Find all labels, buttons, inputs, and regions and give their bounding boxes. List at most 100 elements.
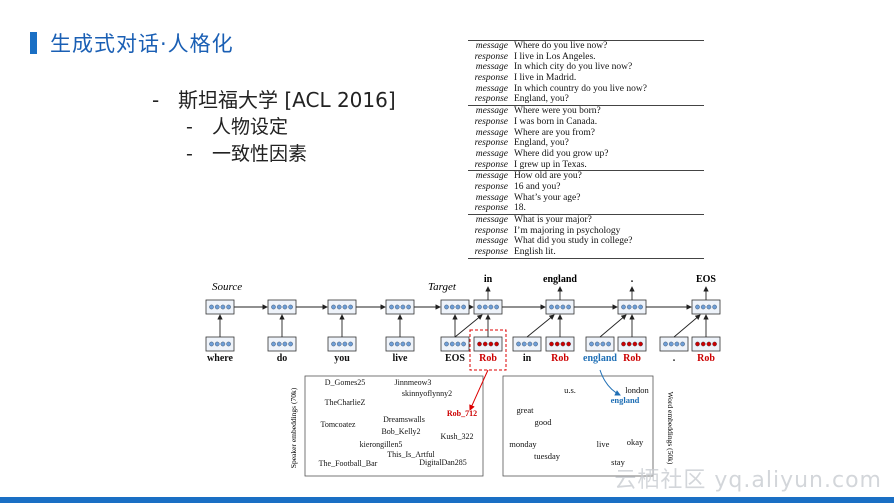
speaker-link-arrow [469, 369, 489, 411]
output-word: england [543, 274, 577, 285]
hidden-state-box-dot [226, 304, 231, 310]
hidden-state-box [327, 299, 357, 315]
hidden-state-box-dot [282, 304, 288, 310]
word-embedding-box-dot [606, 341, 611, 347]
input-word: where [207, 353, 233, 364]
dialogue-text: What did you study in college? [514, 236, 633, 247]
hidden-state-box-dot [566, 304, 571, 310]
speaker-embedding-box-dot [638, 341, 643, 347]
hidden-state-box-dot [554, 304, 560, 310]
dialogue-row: response English lit. [468, 247, 704, 258]
word-point: great [517, 405, 535, 415]
hidden-state-box-dot [482, 304, 488, 310]
dialogue-text: English lit. [514, 247, 556, 258]
output-word: in [484, 274, 493, 285]
input-word: Rob [479, 353, 497, 364]
speaker-embedding-box-dot [700, 341, 706, 347]
hidden-state-box-dot [638, 304, 643, 310]
word-point: live [597, 439, 610, 449]
input-word: Rob [697, 353, 715, 364]
dialogue-role: message [475, 236, 508, 247]
input-arrow [599, 314, 627, 338]
word-point: stay [611, 457, 625, 467]
hidden-state-box-dot [288, 304, 293, 310]
dialogue-role: response [474, 247, 508, 258]
input-arrow [454, 314, 483, 338]
word-embedding-box-dot [444, 341, 449, 347]
word-embedding-box-dot [668, 341, 674, 347]
hidden-state-box-dot [488, 304, 494, 310]
dialogue-role: response [474, 73, 508, 84]
bullet-main: -斯坦福大学 [ACL 2016] [152, 88, 396, 112]
word-embedding-box-dot [533, 341, 538, 347]
input-word: Rob [551, 353, 569, 364]
speaker-embedding-box-dot [477, 341, 482, 347]
speaker-point: kierongillen5 [360, 440, 403, 449]
dialogue-row: response 18. [468, 203, 704, 214]
speaker-point: Rob_712 [447, 409, 477, 418]
speaker-point: Bob_Kelly2 [381, 427, 420, 436]
source-label: Source [212, 281, 242, 293]
hidden-state-box-dot [276, 304, 282, 310]
hidden-state-box-dot [214, 304, 220, 310]
input-arrow [673, 314, 701, 338]
hidden-state-box-dot [220, 304, 226, 310]
speaker-embedding-box-dot [494, 341, 499, 347]
speaker-point: This_Is_Artful [387, 450, 435, 459]
dialogue-role: message [475, 62, 508, 73]
hidden-state-box [385, 299, 415, 315]
word-embedding-box-dot [226, 341, 231, 347]
dialogue-text: 18. [514, 203, 526, 214]
dialogue-role: response [474, 181, 508, 192]
dialogue-role: message [475, 148, 508, 159]
word-embedding-box-dot [663, 341, 668, 347]
dialogue-role: message [475, 41, 508, 51]
speaker-embedding-box-dot [712, 341, 717, 347]
word-embedding-box-dot [406, 341, 411, 347]
hidden-state-box-dot [626, 304, 632, 310]
speaker-embedding-box-dot [560, 341, 566, 347]
hidden-state-box-dot [455, 304, 461, 310]
word-embedding-box-dot [220, 341, 226, 347]
dialogue-text: What’s your age? [514, 192, 581, 203]
word-embedding-box-dot [449, 341, 455, 347]
word-point: u.s. [564, 385, 576, 395]
dialogue-role: message [475, 83, 508, 94]
hidden-state-box-dot [331, 304, 336, 310]
word-embedding-box-dot [214, 341, 220, 347]
input-arrow [526, 314, 555, 338]
title-accent-bar [30, 32, 37, 54]
dialogue-text: I was born in Canada. [514, 116, 598, 127]
input-word: england [583, 353, 617, 364]
word-embedding-box-dot [521, 341, 527, 347]
hidden-state-box-dot [406, 304, 411, 310]
word-point: london [625, 385, 649, 395]
speaker-point: skinnyoflynny2 [402, 389, 452, 398]
hidden-state-box [440, 299, 470, 315]
hidden-state-box-dot [336, 304, 342, 310]
word-embedding-box-dot [276, 341, 282, 347]
word-embedding-box-dot [589, 341, 594, 347]
dialogue-role: response [474, 203, 508, 214]
word-point: monday [509, 439, 537, 449]
input-word: EOS [445, 353, 465, 364]
dialogue-text: I grew up in Texas. [514, 159, 587, 170]
bullet-sub-2: -一致性因素 [186, 143, 308, 165]
dialogue-text: England, you? [514, 94, 569, 105]
speaker-point: DigitalDan285 [419, 458, 467, 467]
